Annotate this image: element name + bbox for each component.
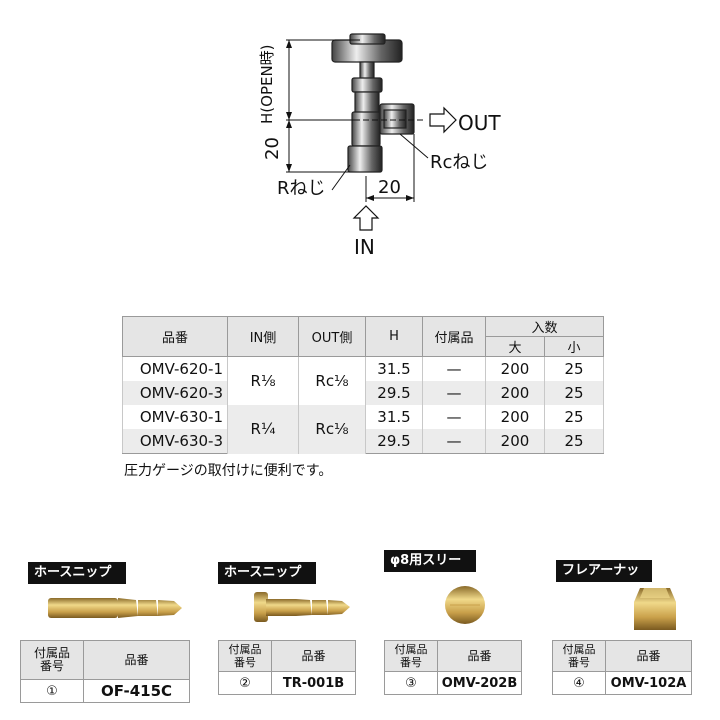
qty-large-cell: 200 [485,381,545,405]
model-cell: OMV-630-3 [122,429,228,454]
r-thread-label: Rねじ [277,178,326,199]
part-code-header: 品番 [605,640,692,672]
part-number-header: 付属品番号 [552,640,606,672]
out-arrow-icon [429,106,457,134]
header-out-side: OUT側 [298,316,366,357]
part-code-header: 品番 [83,640,190,680]
part-number-cell: ① [20,679,84,703]
accessory-cell: — [422,381,486,405]
dimension-20-vertical-label: 20 [262,137,283,160]
h-cell: 29.5 [365,429,423,454]
accessory-cell: — [422,429,486,454]
out-side-cell: Rc⅛ [298,356,366,405]
header-in-side: IN側 [227,316,299,357]
model-cell: OMV-620-3 [122,381,228,405]
header-model: 品番 [122,316,228,357]
flare-nut-image [634,588,676,630]
table-row: OMV-630-3 29.5 — 200 25 [122,429,604,454]
h-cell: 31.5 [365,356,423,381]
qty-large-cell: 200 [485,356,545,381]
valve-dimension-diagram: H(OPEN時) 20 20 OUT IN Rねじ Rcねじ [258,33,501,259]
part-number-header: 付属品番号 [384,640,438,672]
part-number-cell: ④ [552,671,606,695]
part-code-cell: OMV-202B [437,671,522,695]
table-row: OMV-620-1 R⅛ Rc⅛ 31.5 — 200 25 [122,356,604,405]
header-h: H [365,316,423,357]
dimension-h-label: H(OPEN時) [258,44,276,124]
rc-thread-label: Rcねじ [430,152,488,173]
part-3-title: φ8用スリーブ [384,550,476,590]
qty-large-cell: 200 [485,429,545,454]
qty-small-cell: 25 [544,405,604,429]
out-side-cell: Rc⅛ [298,405,366,454]
h-cell: 29.5 [365,381,423,405]
part-number-cell: ③ [384,671,438,695]
in-arrow-icon [352,205,380,231]
part-2-title: ホースニップル [218,562,316,602]
header-accessory: 付属品 [422,316,486,357]
hose-nipple-2-image [254,592,350,622]
part-number-header: 付属品番号 [20,640,84,680]
part-4-title: フレアーナット [556,560,652,600]
qty-small-cell: 25 [544,429,604,454]
accessory-cell: — [422,405,486,429]
h-cell: 31.5 [365,405,423,429]
model-cell: OMV-620-1 [122,356,228,381]
part-number-cell: ② [218,671,272,695]
table-row: OMV-620-3 29.5 — 200 25 [122,381,604,405]
table-row: OMV-630-1 R¼ Rc⅛ 31.5 — 200 25 [122,405,604,454]
dimension-20-horizontal-label: 20 [378,177,401,198]
accessory-cell: — [422,356,486,381]
in-side-cell: R⅛ [227,356,299,405]
qty-small-cell: 25 [544,381,604,405]
in-label: IN [354,235,375,259]
part-code-cell: OMV-102A [605,671,692,695]
part-number-header: 付属品番号 [218,640,272,672]
header-qty-small: 小 [544,336,604,357]
spec-table: 品番 IN側 OUT側 H 付属品 入数 大 小 OMV-620-1 R⅛ Rc… [122,316,604,454]
qty-small-cell: 25 [544,356,604,381]
part-code-cell: OF-415C [83,679,190,703]
header-qty-large: 大 [485,336,545,357]
qty-large-cell: 200 [485,405,545,429]
in-side-cell: R¼ [227,405,299,454]
valve-drawing [331,33,415,173]
sleeve-image [445,586,485,624]
part-code-header: 品番 [271,640,356,672]
part-code-header: 品番 [437,640,522,672]
model-cell: OMV-630-1 [122,405,228,429]
header-qty: 入数 [485,316,604,337]
usage-note: 圧力ゲージの取付けに便利です。 [124,463,333,479]
part-code-cell: TR-001B [271,671,356,695]
part-1-title: ホースニップル [28,562,126,602]
out-label: OUT [458,111,501,135]
hose-nipple-1-image [48,598,182,618]
